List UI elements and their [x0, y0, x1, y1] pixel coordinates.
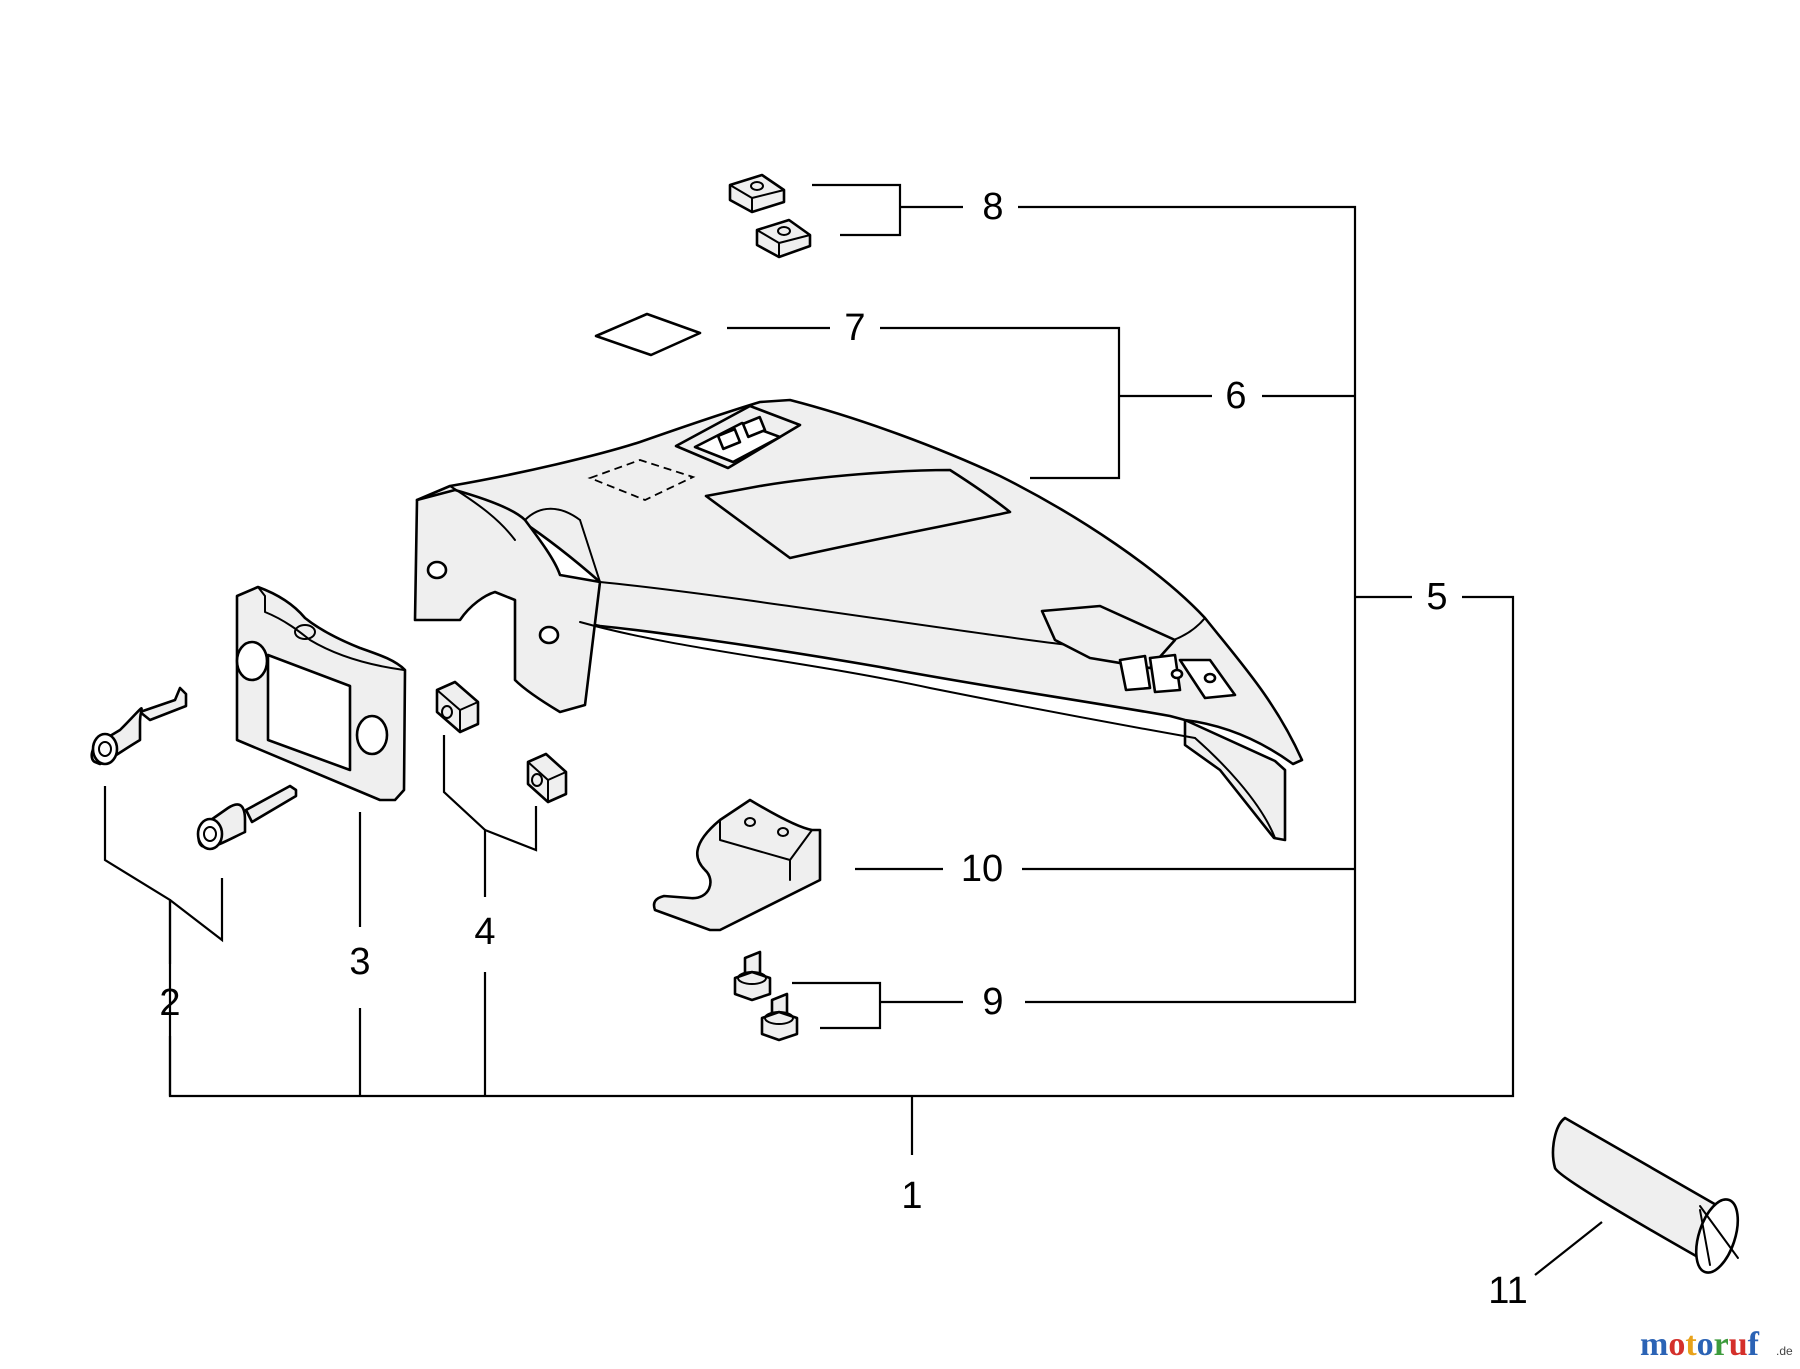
- part-9-screw-b: [760, 992, 799, 1042]
- watermark-logo: motoruf .de: [1640, 1326, 1793, 1363]
- part-11-sleeve-tube: [1551, 1116, 1740, 1274]
- callout-7: 7: [844, 307, 865, 349]
- leader-lines: [103, 183, 1603, 1276]
- callout-3: 3: [349, 941, 370, 983]
- part-4-nut-b: [526, 752, 568, 804]
- callout-1: 1: [901, 1175, 922, 1217]
- callout-8: 8: [982, 186, 1003, 228]
- part-10-bracket: [652, 798, 822, 932]
- watermark-suffix: .de: [1776, 1344, 1793, 1358]
- part-9-screw-a: [733, 950, 772, 1002]
- callout-4: 4: [474, 911, 495, 953]
- part-8-nut-a: [728, 173, 786, 214]
- watermark-letter: r: [1714, 1326, 1729, 1363]
- callout-6: 6: [1225, 375, 1246, 417]
- part-6-guard-housing: [413, 398, 1304, 842]
- watermark-text: motoruf: [1640, 1326, 1760, 1363]
- part-3-clamp-plate: [235, 585, 407, 802]
- watermark-letter: u: [1729, 1326, 1748, 1363]
- part-8-nut-b: [755, 218, 812, 259]
- callout-2: 2: [159, 982, 180, 1024]
- part-2-screw-a: [90, 686, 188, 766]
- watermark-letter: o: [1668, 1326, 1685, 1363]
- part-4-nut-a: [435, 680, 480, 734]
- callout-10: 10: [961, 848, 1003, 890]
- watermark-letter: o: [1697, 1326, 1714, 1363]
- part-2-screw-b: [196, 784, 298, 851]
- part-7-pad: [594, 312, 702, 357]
- callout-labels: 1 2 3 4 5 6 7 8 9 10 11: [159, 186, 1527, 1312]
- callout-11: 11: [1488, 1270, 1527, 1312]
- watermark-letter: m: [1640, 1326, 1668, 1363]
- callout-9: 9: [982, 981, 1003, 1023]
- watermark-letter: f: [1748, 1326, 1760, 1363]
- watermark-letter: t: [1685, 1326, 1697, 1363]
- callout-5: 5: [1426, 576, 1447, 618]
